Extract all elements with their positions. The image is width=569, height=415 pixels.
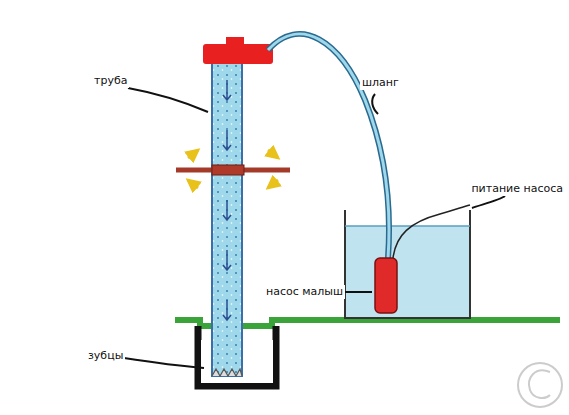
part-label: шланг — [360, 76, 401, 90]
water — [345, 226, 470, 318]
part-label: насос малыш — [264, 285, 345, 299]
cap-top — [226, 37, 244, 46]
pipe — [212, 58, 242, 376]
rotation-arrows — [188, 150, 278, 188]
watermark — [518, 363, 562, 407]
clamp — [212, 165, 244, 175]
leader-lines — [124, 88, 505, 368]
part-label: зубцы — [86, 349, 125, 363]
part-label: питание насоса — [469, 182, 565, 196]
container — [345, 210, 470, 318]
water-level — [345, 225, 470, 227]
teeth — [212, 369, 242, 376]
pipe-cap — [203, 44, 273, 64]
hose-outline — [268, 34, 389, 258]
flow-arrows — [223, 80, 231, 320]
pump — [375, 258, 397, 313]
hose — [268, 34, 389, 258]
part-label: труба — [92, 74, 129, 88]
power-cable — [393, 205, 470, 258]
